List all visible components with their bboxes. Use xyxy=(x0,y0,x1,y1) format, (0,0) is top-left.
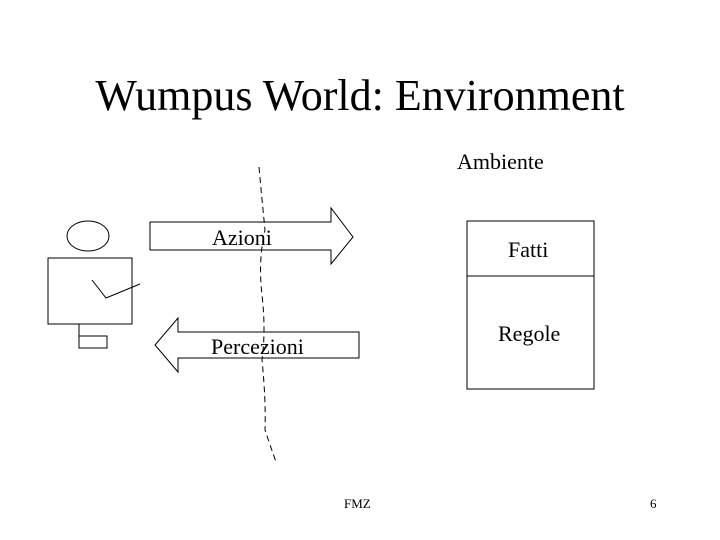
perceptions-label: Percezioni xyxy=(211,334,304,359)
page-number: 6 xyxy=(650,496,657,511)
agent-arm xyxy=(91,279,141,299)
environment-box xyxy=(466,220,595,390)
agent-figure-icon xyxy=(47,220,141,349)
actions-arrow xyxy=(149,206,354,266)
agent-foot xyxy=(78,335,108,349)
facts-label: Fatti xyxy=(508,237,548,262)
actions-label: Azioni xyxy=(212,225,272,250)
agent-body xyxy=(47,257,133,325)
environment-label: Ambiente xyxy=(457,149,544,174)
footer-author: FMZ xyxy=(344,496,371,511)
rules-label: Regole xyxy=(498,321,560,346)
slide-title: Wumpus World: Environment xyxy=(95,71,625,120)
agent-environment-boundary xyxy=(258,166,277,463)
agent-head xyxy=(66,220,110,252)
perceptions-arrow xyxy=(154,316,360,374)
